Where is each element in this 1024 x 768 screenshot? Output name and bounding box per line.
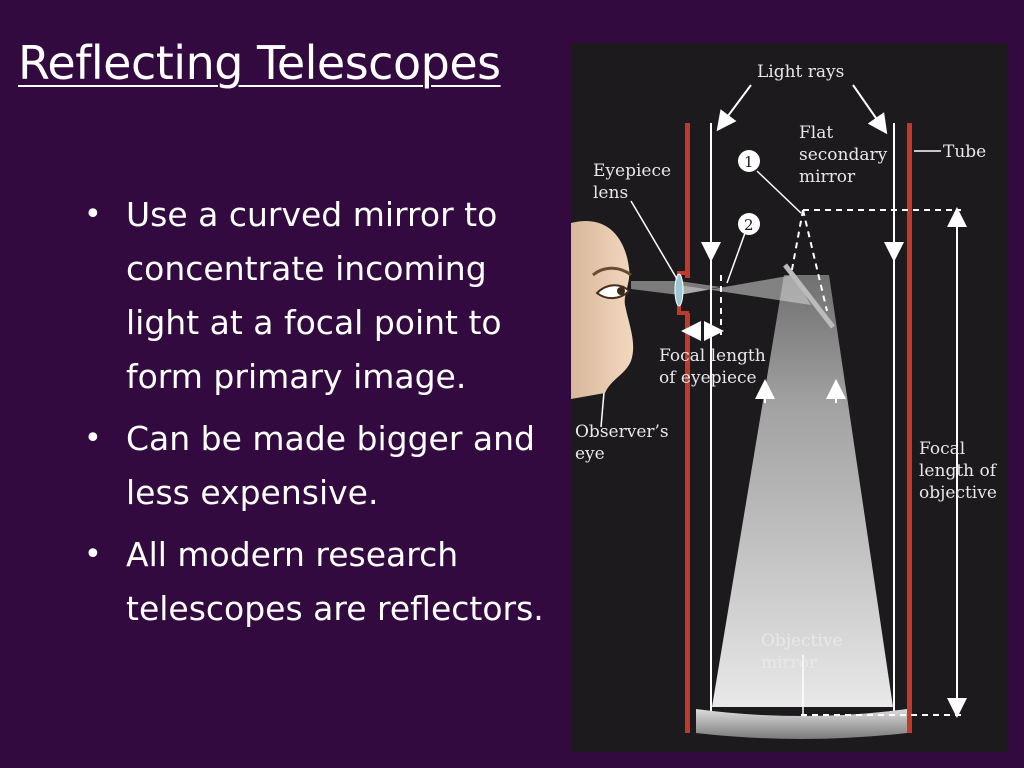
label-tube: Tube [943,142,986,162]
label-focal-objective: length of [919,461,998,481]
slide-title: Reflecting Telescopes [18,36,501,90]
marker-2-label: 2 [744,216,754,234]
label-focal-objective: objective [919,483,997,503]
pointer-line [756,170,802,214]
telescope-diagram: 1 2 Light rays Flat secondary mirror Tub… [571,43,1007,752]
label-eyepiece-lens: lens [593,183,628,203]
label-focal-eyepiece: of eyepiece [659,368,757,388]
bullet-dot-icon: • [84,197,102,232]
eyepiece-holder [677,271,689,275]
secondary-mirror [783,263,835,329]
label-focal-objective: Focal [919,439,965,459]
light-rays-arrow [716,84,752,132]
light-rays-arrow [852,84,888,135]
objective-mirror [696,709,907,739]
focal-dash [790,209,804,276]
label-flat-secondary: mirror [799,167,856,187]
eyepiece-holder [677,311,689,315]
eyepiece-beam [679,275,811,305]
bullet-dot-icon: • [84,537,102,572]
label-objective-mirror: mirror [761,653,818,673]
bullet-item: • Can be made bigger and less expensive. [84,412,554,520]
label-objective-mirror: Objective [761,631,843,651]
label-eyepiece-lens: Eyepiece [593,161,671,181]
observer-brow-icon [592,266,632,277]
light-beam [712,275,893,707]
eyepiece-lens [674,273,684,307]
tube-wall-left-upper [685,123,690,278]
bullet-text: Can be made bigger and less expensive. [126,419,535,512]
bullet-item: • All modern research telescopes are refl… [84,528,554,636]
bullet-text: All modern research telescopes are refle… [126,535,544,628]
bullet-list: • Use a curved mirror to concentrate inco… [84,188,554,644]
marker-1-label: 1 [744,153,754,171]
label-flat-secondary: Flat [799,123,833,143]
marker-2-icon [738,213,760,235]
observer-face [571,221,634,399]
observer-pupil-icon [617,287,625,295]
tube-wall-right [907,123,912,733]
telescope-diagram-svg: 1 2 Light rays Flat secondary mirror Tub… [571,62,998,739]
pointer-line [726,232,746,284]
label-focal-eyepiece: Focal length [659,346,766,366]
marker-1-icon [738,150,760,172]
label-light-rays: Light rays [757,62,844,82]
label-observer-eye: Observer’s [575,422,669,442]
tube-wall-left-lower [685,313,690,733]
bullet-dot-icon: • [84,421,102,456]
label-flat-secondary: secondary [799,145,888,165]
bullet-item: • Use a curved mirror to concentrate inco… [84,188,554,404]
pointer-line [630,200,678,280]
bullet-text: Use a curved mirror to concentrate incom… [126,195,502,396]
label-observer-eye: eye [575,444,605,464]
